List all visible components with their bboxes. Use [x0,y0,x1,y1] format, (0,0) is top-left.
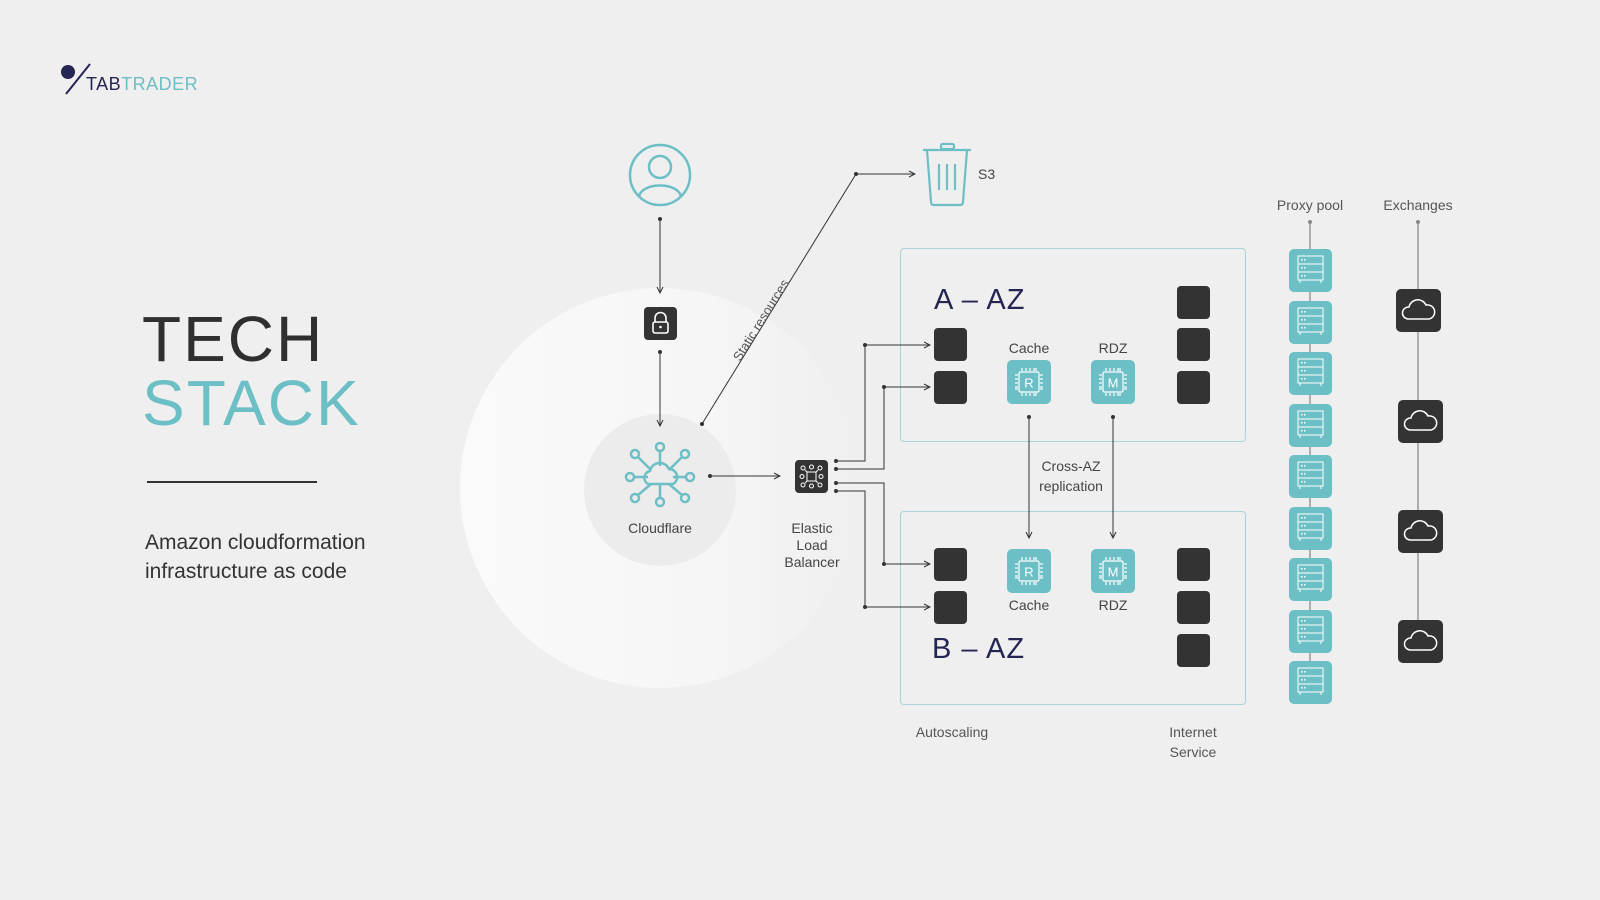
zone-b-internet-service-instance[interactable] [1177,548,1210,581]
proxy-server[interactable] [1289,403,1332,447]
exchanges-label: Exchanges [1383,197,1453,213]
lock-node[interactable] [644,307,677,340]
cloudflare-label: Cloudflare [628,520,692,536]
replication-label: Cross-AZ replication [1021,458,1121,495]
elb-node[interactable] [795,460,828,493]
server-rack-icon [1297,513,1324,541]
svg-text:M: M [1108,376,1119,391]
zone-b-autoscaling-instance[interactable] [934,591,967,624]
processor-chip-icon: M [1099,368,1127,396]
replication-line-1: Cross-AZ [1041,458,1101,474]
svg-text:R: R [1024,376,1033,391]
zone-b-box [900,511,1246,705]
circuit-icon [799,464,824,489]
proxy-server[interactable] [1289,352,1332,395]
lock-icon [652,311,669,334]
zone-b-cache-chip[interactable]: R [1007,549,1051,593]
elb-label: Elastic Load Balancer [762,520,862,571]
replication-line-2: replication [1039,478,1103,494]
zone-b-internet-service-instance[interactable] [1177,634,1210,667]
zone-a-autoscaling-instance[interactable] [934,371,967,404]
processor-chip-icon: R [1015,557,1043,585]
zone-b-title: B – AZ [932,633,1026,665]
internet-service-line-1: Internet [1169,724,1217,740]
elb-label-1: Elastic [791,520,833,536]
server-rack-icon [1297,667,1324,695]
zone-a-internet-service-instance[interactable] [1177,286,1210,319]
zone-a-cache-chip[interactable]: R [1007,360,1051,404]
title-divider [147,481,317,483]
processor-chip-icon: M [1099,557,1127,585]
proxy-server[interactable] [1289,661,1332,704]
proxy-server[interactable] [1289,300,1332,344]
logo-text: TABTRADER [86,74,198,95]
user-icon [628,143,692,207]
zone-a-internet-service-instance[interactable] [1177,371,1210,404]
tabtrader-logo: TABTRADER [60,62,220,98]
exchange-node[interactable] [1398,400,1443,443]
edge-elb-a1 [836,345,930,462]
cloud-icon [1403,410,1438,431]
server-rack-icon [1297,410,1324,438]
proxy-server[interactable] [1289,249,1332,292]
zone-a-internet-service-instance[interactable] [1177,328,1210,361]
title-tech: TECH [142,303,325,375]
internet-service-line-2: Service [1169,744,1217,760]
exchange-node[interactable] [1398,510,1443,553]
proxy-server[interactable] [1289,455,1332,498]
zone-b-internet-service-instance[interactable] [1177,591,1210,624]
subtitle-line-2: infrastructure as code [145,560,347,583]
elb-label-3: Balancer [784,554,840,570]
zone-b-rdz-chip[interactable]: M [1091,549,1135,593]
proxy-server[interactable] [1289,558,1332,601]
proxy-pool-label: Proxy pool [1276,197,1344,213]
subtitle: Amazon cloudformation infrastructure as … [145,528,445,586]
server-rack-icon [1297,255,1324,283]
edge-elb-a2 [836,387,930,470]
zone-b-cache-label: Cache [1008,597,1050,613]
server-rack-icon [1297,564,1324,592]
server-rack-icon [1297,307,1324,335]
svg-text:R: R [1024,565,1033,580]
processor-chip-icon: R [1015,368,1043,396]
zone-a-cache-label: Cache [1008,340,1050,356]
logo-mark-icon [61,63,91,95]
zone-a-autoscaling-instance[interactable] [934,328,967,361]
proxy-server[interactable] [1289,506,1332,550]
cloud-icon [1403,630,1438,651]
svg-text:M: M [1108,565,1119,580]
proxy-server[interactable] [1289,609,1332,653]
network-cloud-icon [624,441,696,508]
server-rack-icon [1297,461,1324,489]
cloud-icon [1403,520,1438,541]
exchange-node[interactable] [1398,620,1443,663]
cloud-icon [1401,299,1436,320]
server-rack-icon [1297,616,1324,644]
logo-trader: TRADER [121,74,199,94]
trash-bucket-icon [923,142,971,207]
zone-a-title: A – AZ [934,284,1026,316]
zone-a-rdz-label: RDZ [1098,340,1128,356]
zone-b-autoscaling-instance[interactable] [934,548,967,581]
server-rack-icon [1297,358,1324,386]
logo-tab: TAB [86,74,122,94]
zone-a-rdz-chip[interactable]: M [1091,360,1135,404]
edge-elb-b2 [836,490,930,607]
internet-service-label: Internet Service [1143,724,1243,761]
exchange-node[interactable] [1396,289,1441,332]
static-resources-label: Static resources [730,276,792,363]
s3-label: S3 [978,166,996,182]
edge-elb-b1 [836,482,930,564]
elb-label-2: Load [796,537,828,553]
zone-b-rdz-label: RDZ [1098,597,1128,613]
subtitle-line-1: Amazon cloudformation [145,531,366,554]
autoscaling-label: Autoscaling [915,724,989,740]
title-stack: STACK [142,367,361,439]
